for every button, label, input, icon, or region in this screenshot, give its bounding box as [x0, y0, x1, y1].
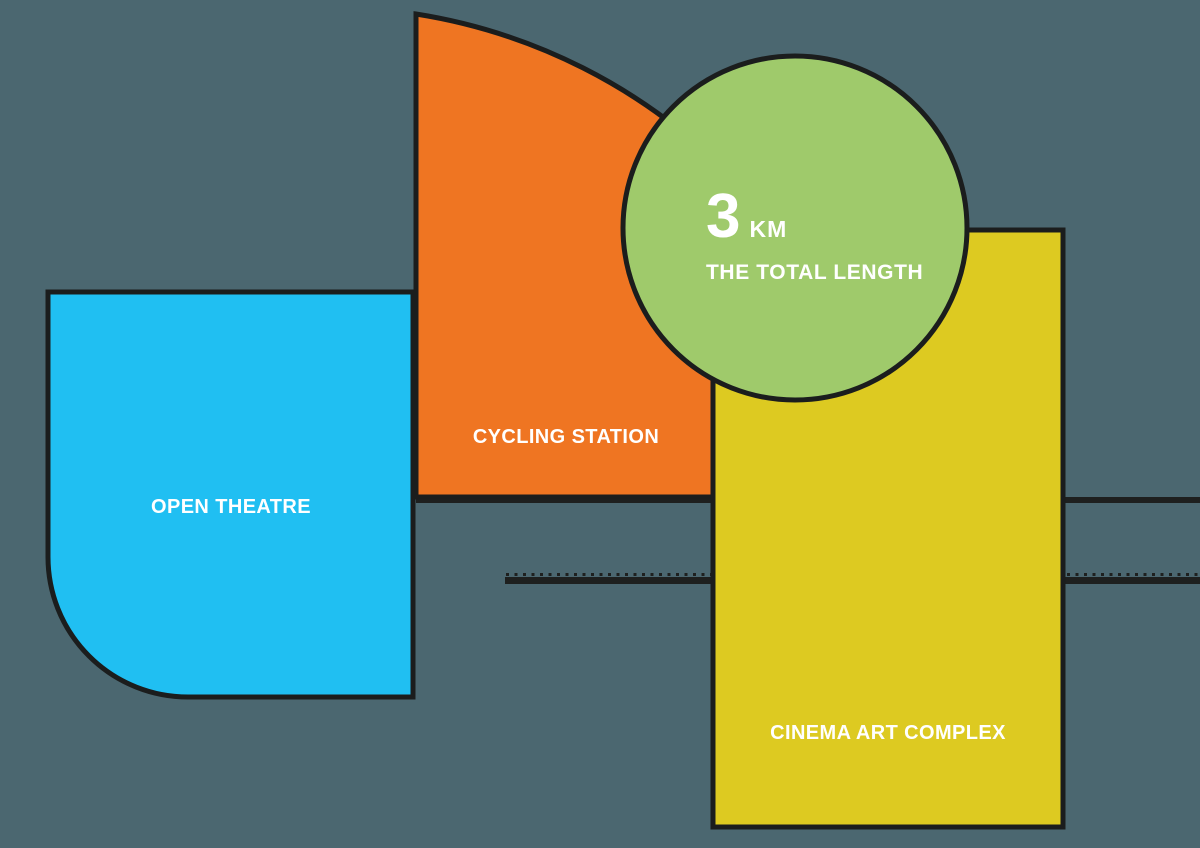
total-length-value: 3 [706, 182, 741, 251]
total-length-badge: 3 KM THE TOTAL LENGTH [706, 182, 924, 284]
open-theatre-shape [45, 289, 416, 700]
cinema-art-complex-label: CINEMA ART COMPLEX [770, 722, 1006, 744]
total-length-badge-circle [620, 53, 970, 403]
cycling-station-label: CYCLING STATION [472, 426, 660, 448]
open-theatre-label: OPEN THEATRE [151, 496, 311, 518]
total-length-caption: THE TOTAL LENGTH [706, 261, 924, 284]
total-length-unit: KM [749, 216, 788, 242]
